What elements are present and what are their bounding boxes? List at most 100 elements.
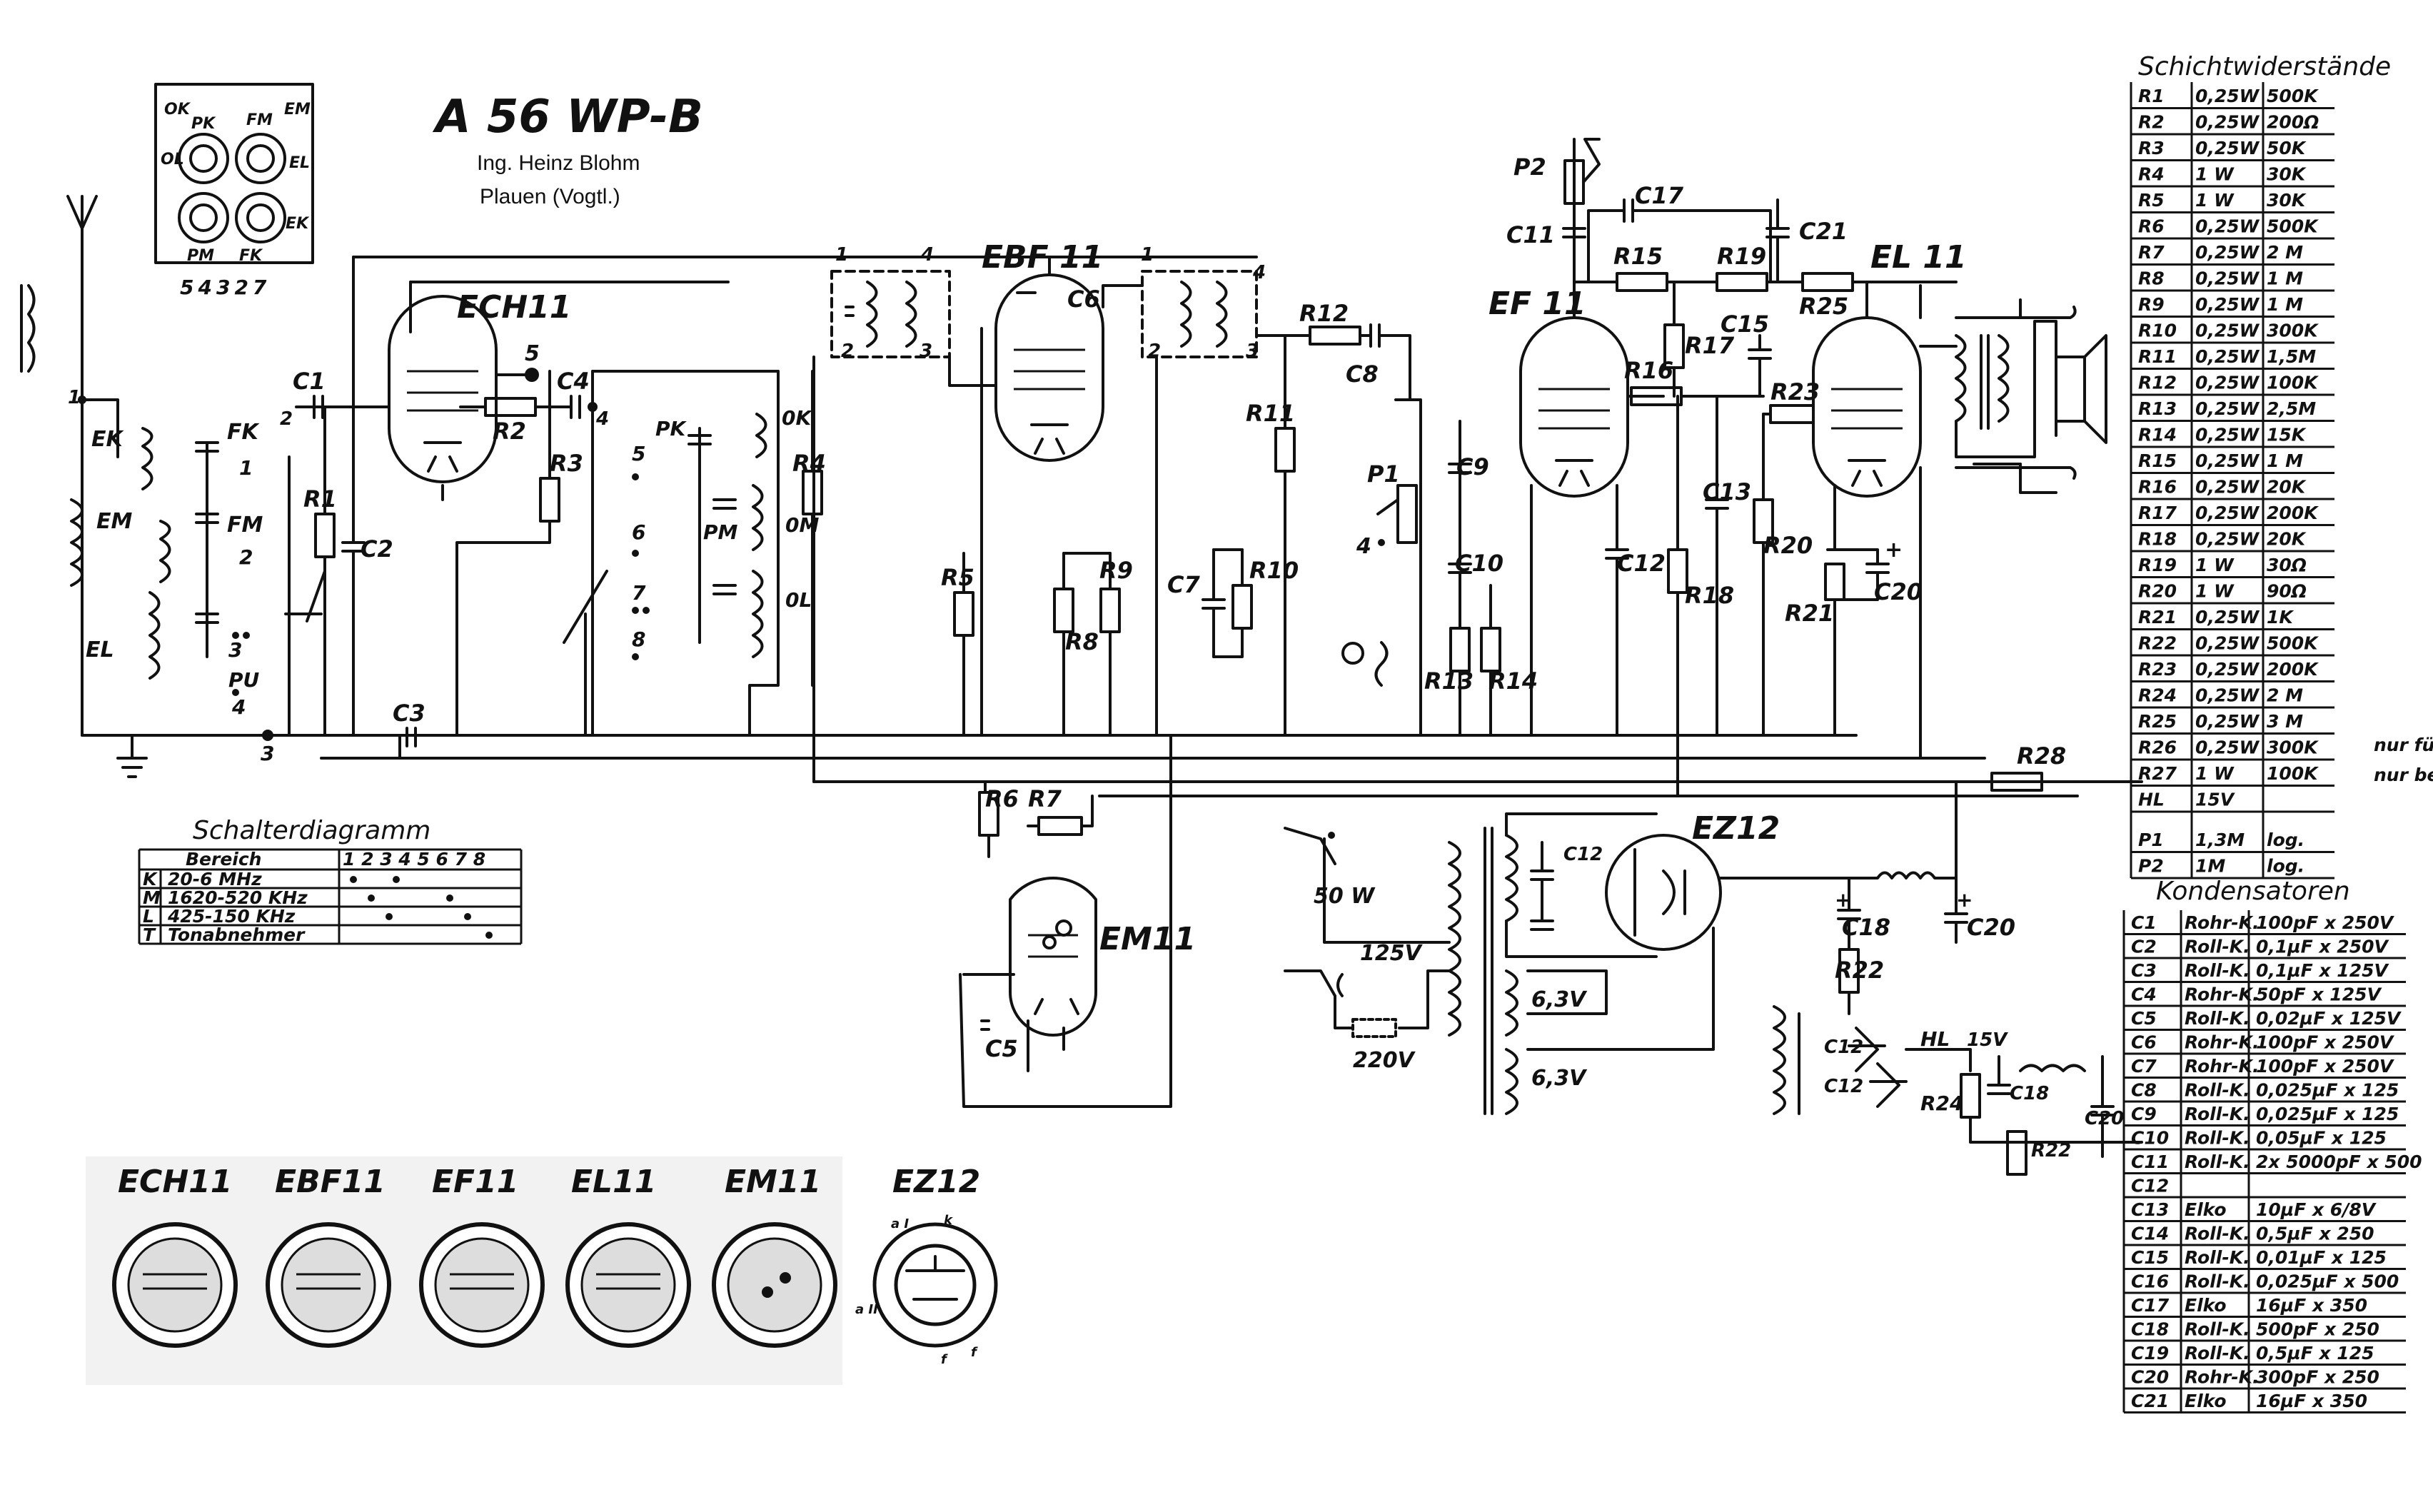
switch-row-text-3: Tonabnehmer bbox=[168, 924, 306, 945]
resistor-power: 0,25W bbox=[2195, 242, 2260, 263]
capacitor-type: Rohr-K. bbox=[2185, 984, 2260, 1005]
svg-text:4: 4 bbox=[1252, 262, 1266, 283]
switch-row-key-2: L bbox=[143, 906, 154, 927]
label-r6: R6 bbox=[985, 785, 1019, 812]
svg-text:+: + bbox=[1835, 888, 1851, 912]
em11-stage: R6 R7 EM11 C5 bbox=[959, 734, 1196, 1108]
capacitor-type: Roll-K. bbox=[2185, 1271, 2250, 1292]
resistor-value: 200Ω bbox=[2267, 112, 2319, 133]
switch-row-key-1: M bbox=[143, 887, 161, 908]
label-r24: R24 bbox=[1920, 1092, 1964, 1115]
coil-label-fm: FM bbox=[227, 513, 263, 538]
resistor-power: 0,25W bbox=[2195, 425, 2260, 445]
resistor-power: 1 W bbox=[2195, 190, 2235, 211]
resistor-power: 0,25W bbox=[2195, 711, 2260, 732]
label-r3: R3 bbox=[550, 450, 583, 477]
label-c18: C18 bbox=[1842, 914, 1890, 941]
capacitor-id: C6 bbox=[2131, 1032, 2157, 1053]
capacitor-id: C2 bbox=[2131, 937, 2157, 957]
capacitor-value: 100pF x 250V bbox=[2256, 1032, 2394, 1053]
resistor-id: R13 bbox=[2138, 398, 2177, 419]
af-coupling-network: R12 C8 R11 C7 R10 bbox=[1167, 300, 1411, 737]
resistor-value: 300K bbox=[2267, 321, 2319, 341]
resistor-id: R1 bbox=[2138, 86, 2165, 106]
resistor-value: 500K bbox=[2267, 86, 2319, 106]
el11-stage: EL 11 R23 R20 + R21 C20 bbox=[1753, 239, 2107, 760]
capacitor-table-grid bbox=[2122, 910, 2250, 1413]
label-c18-b: C18 bbox=[2010, 1083, 2049, 1104]
capacitor-id: C12 bbox=[2131, 1176, 2169, 1196]
socket-ef11 bbox=[419, 1222, 545, 1348]
svg-text:4: 4 bbox=[920, 244, 934, 266]
svg-text:6: 6 bbox=[632, 520, 645, 544]
resistor-power: 0,25W bbox=[2195, 607, 2260, 628]
capacitor-type: Roll-K. bbox=[2185, 1104, 2250, 1124]
capacitor-type: Roll-K. bbox=[2185, 1224, 2250, 1244]
resistor-value: 1,5M bbox=[2267, 346, 2316, 367]
capacitor-value: 0,025µF x 125 bbox=[2256, 1080, 2399, 1101]
coil-label-0l: 0L bbox=[785, 588, 812, 612]
ez12-pin-f1: f bbox=[941, 1352, 948, 1367]
svg-text:3: 3 bbox=[920, 341, 932, 362]
label-r12: R12 bbox=[1299, 300, 1349, 327]
resistor-value: 90Ω bbox=[2267, 581, 2307, 602]
svg-text:5: 5 bbox=[525, 341, 540, 366]
svg-text:8: 8 bbox=[632, 628, 645, 651]
capacitor-type: Roll-K. bbox=[2185, 1343, 2250, 1364]
resistor-value: 100K bbox=[2267, 763, 2319, 784]
resistor-id: R12 bbox=[2138, 373, 2177, 393]
socket-el11 bbox=[565, 1222, 691, 1348]
plug-label-ok: OK bbox=[164, 101, 191, 119]
coil-label-em: EM bbox=[96, 509, 132, 534]
label-r25: R25 bbox=[1799, 293, 1848, 320]
switch-row-text-2: 425-150 KHz bbox=[167, 906, 296, 927]
label-c12-b: C12 bbox=[1824, 1037, 1863, 1058]
label-r14: R14 bbox=[1488, 667, 1538, 695]
capacitor-value: 0,02µF x 125V bbox=[2256, 1008, 2402, 1029]
if-transformer-2: 1 4 2 3 bbox=[1141, 244, 1308, 737]
capacitor-id: C18 bbox=[2131, 1319, 2169, 1340]
socket-label-ech11: ECH11 bbox=[118, 1164, 232, 1200]
label-c7: C7 bbox=[1167, 571, 1200, 598]
label-r28: R28 bbox=[2017, 742, 2066, 770]
resistor-value: 20K bbox=[2267, 529, 2307, 550]
socket-em11 bbox=[712, 1222, 837, 1348]
svg-text:7: 7 bbox=[632, 581, 646, 605]
ez12-pin-k: k bbox=[944, 1213, 953, 1228]
label-r7: R7 bbox=[1028, 785, 1062, 812]
label-c19: C20 bbox=[1874, 578, 1923, 605]
pot-taper: log. bbox=[2267, 830, 2304, 850]
resistor-id: R18 bbox=[2138, 529, 2177, 550]
capacitor-value: 0,5µF x 125 bbox=[2256, 1343, 2374, 1364]
ez12-pin-a1: a I bbox=[891, 1216, 909, 1231]
author-location: Plauen (Vogtl.) bbox=[480, 185, 620, 208]
ez12-pin-a2: a II bbox=[855, 1302, 878, 1317]
label-r22-b: R22 bbox=[2031, 1140, 2071, 1161]
capacitor-id: C4 bbox=[2131, 984, 2157, 1005]
switch-diagram: Schalterdiagramm Bereich 1 2 3 4 5 6 7 8… bbox=[138, 816, 523, 945]
capacitor-value: 16µF x 350 bbox=[2256, 1391, 2367, 1411]
coil-label-pk: PK bbox=[655, 417, 687, 440]
resistor-value: 15K bbox=[2267, 425, 2307, 445]
resistor-value: 2 M bbox=[2267, 242, 2303, 263]
coil-label-fk: FK bbox=[227, 420, 260, 445]
label-r1: R1 bbox=[303, 485, 337, 513]
socket-label-em11: EM11 bbox=[725, 1164, 821, 1200]
author-name: Ing. Heinz Blohm bbox=[477, 151, 640, 175]
resistor-id: R24 bbox=[2138, 685, 2177, 706]
label-c15: C13 bbox=[1703, 478, 1751, 505]
resistor-id: HL bbox=[2138, 790, 2165, 810]
resistor-power: 0,25W bbox=[2195, 86, 2260, 106]
label-c17: C17 bbox=[1635, 182, 1684, 209]
label-c20-b: C20 bbox=[2085, 1108, 2124, 1129]
switch-header-positions: 1 2 3 4 5 6 7 8 bbox=[343, 849, 485, 870]
resistor-value: 50K bbox=[2267, 138, 2307, 158]
resistor-power: 0,25W bbox=[2195, 294, 2260, 315]
coil-label-pm: PM bbox=[703, 520, 738, 544]
capacitor-type: Roll-K. bbox=[2185, 1008, 2250, 1029]
label-c16: C15 bbox=[1721, 311, 1769, 338]
resistor-id: R2 bbox=[2138, 112, 2165, 133]
resistor-id: R25 bbox=[2138, 711, 2177, 732]
